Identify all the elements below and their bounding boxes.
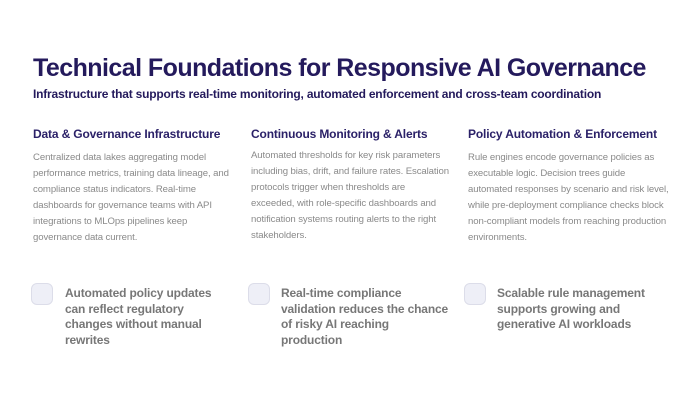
benefit-text: Real-time compliance validation reduces … xyxy=(281,286,449,347)
column-description: Automated thresholds for key risk parame… xyxy=(251,150,449,241)
page-subtitle: Infrastructure that supports real-time m… xyxy=(33,87,602,101)
page-title: Technical Foundations for Responsive AI … xyxy=(33,54,646,82)
column-title: Data & Governance Infrastructure xyxy=(33,127,221,141)
column-continuous-monitoring-alerts: Continuous Monitoring & Alerts Automated… xyxy=(248,126,449,347)
feature-columns: Data & Governance Infrastructure Central… xyxy=(0,126,700,366)
column-policy-automation-enforcement: Policy Automation & Enforcement Rule eng… xyxy=(464,126,670,331)
benefit-checkbox[interactable] xyxy=(464,283,486,305)
column-description: Centralized data lakes aggregating model… xyxy=(33,152,229,243)
column-title: Continuous Monitoring & Alerts xyxy=(251,127,428,141)
benefit-checkbox[interactable] xyxy=(248,283,270,305)
benefit-checkbox[interactable] xyxy=(31,283,53,305)
page-header: Technical Foundations for Responsive AI … xyxy=(33,52,673,102)
benefit-text: Automated policy updates can reflect reg… xyxy=(65,286,212,347)
column-title: Policy Automation & Enforcement xyxy=(468,127,657,141)
column-description: Rule engines encode governance policies … xyxy=(468,152,669,243)
benefit-text: Scalable rule management supports growin… xyxy=(497,286,645,331)
column-data-governance-infrastructure: Data & Governance Infrastructure Central… xyxy=(31,126,233,347)
